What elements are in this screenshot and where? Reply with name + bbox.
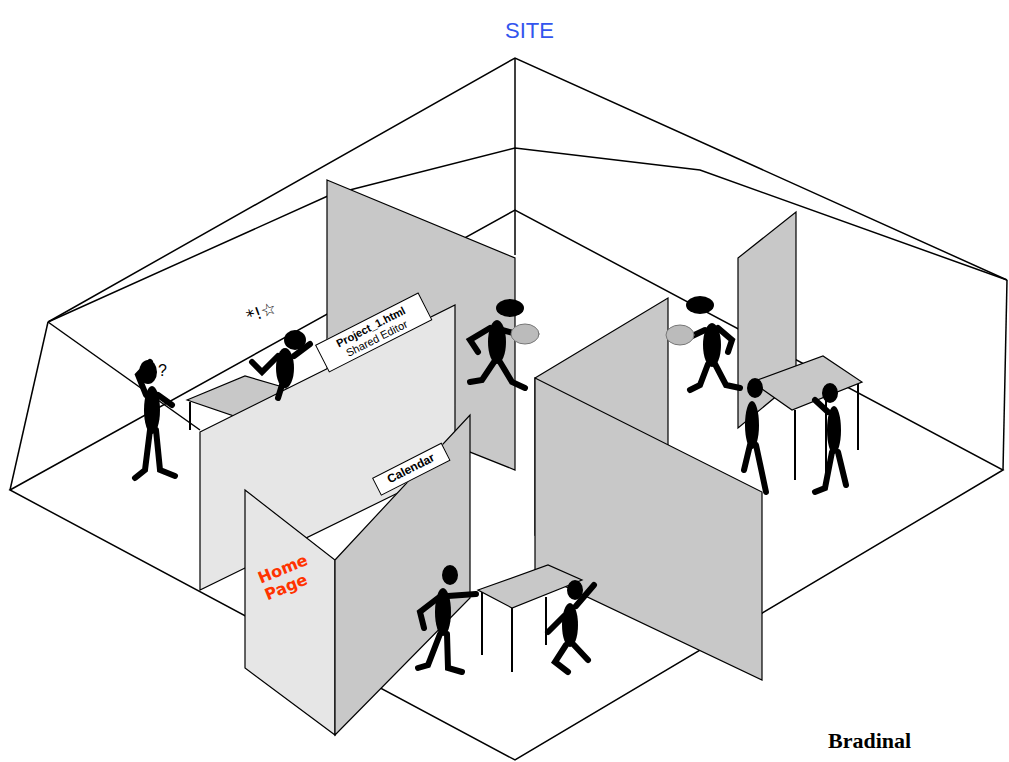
stick-figure [418, 565, 476, 672]
site-outline [10, 58, 1007, 760]
stick-figure [686, 296, 740, 390]
annotation-text: *!☆ [244, 297, 280, 326]
diagram-title: SITE [505, 18, 554, 44]
stick-figure [135, 360, 175, 478]
annotation-text: Bradinal [828, 728, 911, 754]
stick-figure [744, 378, 766, 492]
stick-figure [470, 299, 525, 388]
stick-figure [815, 383, 846, 492]
annotation-text: ? [158, 362, 167, 380]
stick-figure [252, 330, 310, 398]
table-legs [190, 384, 858, 672]
stick-figure [548, 580, 594, 672]
stick-figures [135, 296, 846, 672]
partition-walls [187, 180, 862, 735]
